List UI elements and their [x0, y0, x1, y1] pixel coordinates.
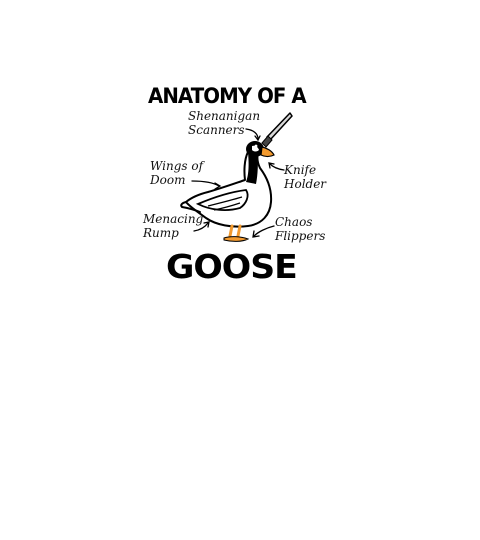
- poster-title-top: ANATOMY OF A: [148, 84, 307, 108]
- label-line: Rump: [143, 226, 179, 240]
- label-line: Wings of: [150, 159, 204, 173]
- label-line: Flippers: [275, 229, 326, 243]
- poster-title-bottom: GOOSE: [166, 247, 298, 286]
- goose-body: [185, 151, 273, 228]
- label-wings-of-doom: Wings of Doom: [150, 159, 203, 187]
- label-menacing-rump: Menacing Rump: [143, 212, 203, 240]
- label-line: Knife: [284, 163, 317, 177]
- label-knife-holder: Knife Holder: [284, 163, 326, 191]
- label-shenanigan-scanners: Shenanigan Scanners: [188, 109, 260, 137]
- label-line: Shenanigan: [188, 109, 261, 123]
- goose-beak: [260, 146, 275, 158]
- label-line: Menacing: [143, 212, 204, 226]
- label-chaos-flippers: Chaos Flippers: [275, 215, 325, 243]
- label-line: Doom: [150, 173, 186, 187]
- knife-icon: [261, 112, 293, 148]
- label-line: Chaos: [275, 215, 313, 229]
- label-line: Scanners: [188, 123, 245, 137]
- goose-neck: [246, 152, 258, 184]
- goose-feet: [223, 236, 250, 242]
- label-line: Holder: [284, 177, 327, 191]
